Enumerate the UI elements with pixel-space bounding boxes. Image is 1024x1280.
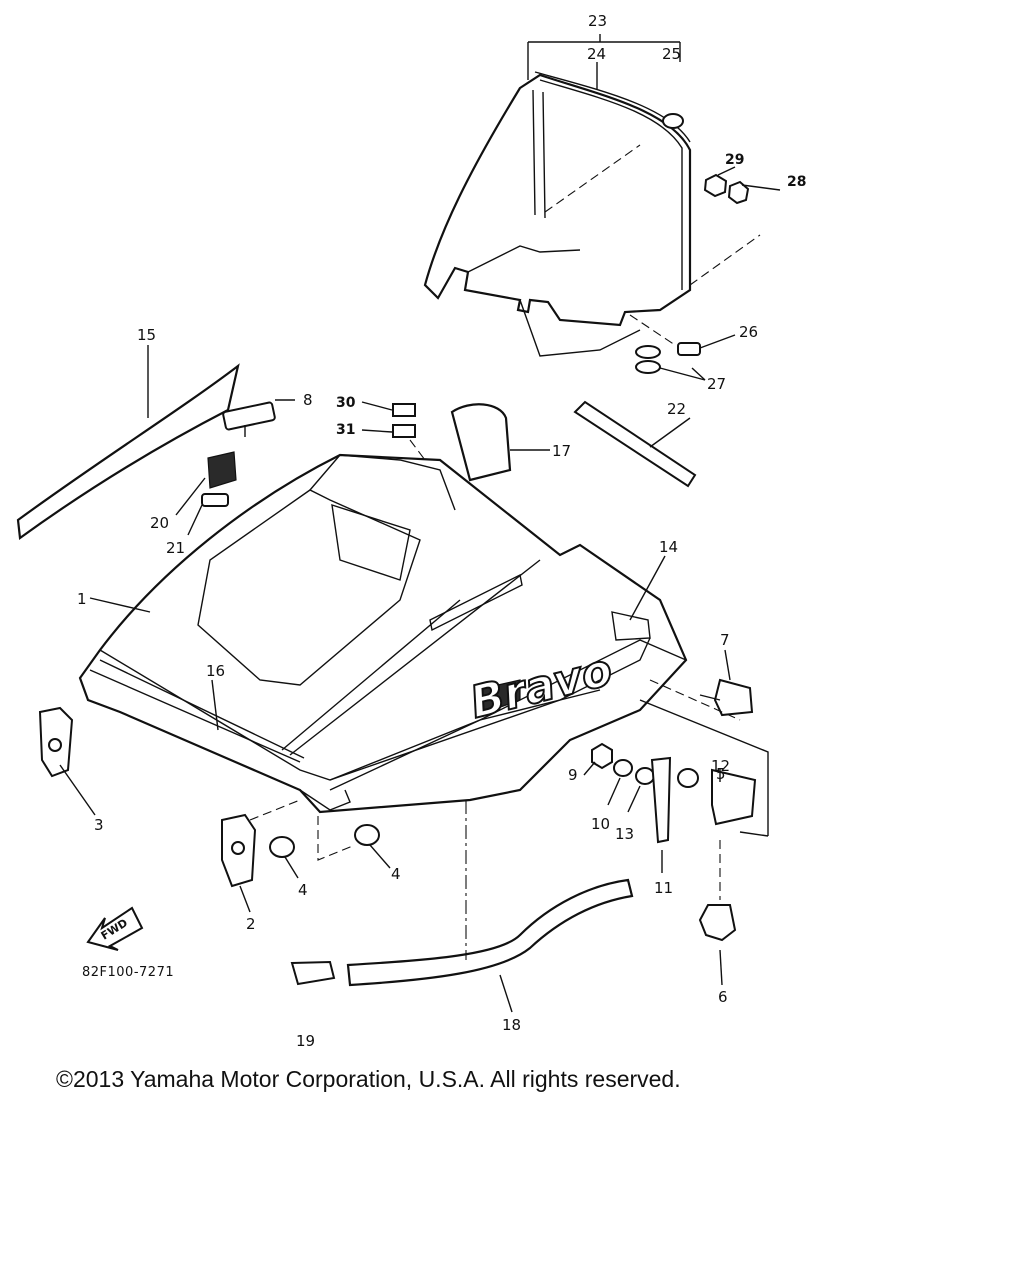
callout-20: 20 xyxy=(150,514,169,532)
parts-diagram: Bravo xyxy=(16,12,806,1050)
callout-4a: 4 xyxy=(298,881,308,899)
copyright-text: ©2013 Yamaha Motor Corporation, U.S.A. A… xyxy=(56,1066,681,1092)
callout-4b: 4 xyxy=(391,865,401,883)
callout-30: 30 xyxy=(336,395,356,411)
callout-27: 27 xyxy=(707,375,726,393)
hood-1 xyxy=(78,453,688,814)
pad-20-21 xyxy=(175,451,237,536)
callout-10: 10 xyxy=(591,815,610,833)
callout-6: 6 xyxy=(718,988,728,1006)
callout-21: 21 xyxy=(166,539,185,557)
callout-29: 29 xyxy=(725,152,744,168)
callout-18: 18 xyxy=(502,1016,521,1034)
callout-14: 14 xyxy=(659,538,678,556)
callout-13: 13 xyxy=(615,825,634,843)
callout-19: 19 xyxy=(296,1032,315,1050)
callout-31: 31 xyxy=(336,422,355,438)
callout-5: 5 xyxy=(716,765,726,783)
bolt-26-washers-27 xyxy=(629,314,736,381)
callout-15: 15 xyxy=(137,326,156,344)
latch-2 xyxy=(221,799,301,913)
callout-16: 16 xyxy=(206,662,225,680)
callout-labels: 1 2 3 4 4 5 6 7 8 9 10 11 12 13 14 15 16… xyxy=(77,12,806,1050)
seal-22 xyxy=(573,400,697,488)
callout-8: 8 xyxy=(303,391,313,409)
decals-30-31 xyxy=(361,401,426,461)
windshield xyxy=(423,71,692,357)
latch-3 xyxy=(38,706,96,816)
diagram-code: 82F100-7271 xyxy=(82,965,174,980)
callout-23: 23 xyxy=(588,12,607,30)
strip-18-end-19 xyxy=(290,800,634,1013)
callout-24: 24 xyxy=(587,45,606,63)
forward-arrow-icon: FWD xyxy=(86,906,144,951)
hinge-8 xyxy=(222,399,295,437)
bravo-decal-text: Bravo xyxy=(465,644,617,728)
callout-3: 3 xyxy=(94,816,104,834)
bravo-decal: Bravo xyxy=(464,643,618,729)
callout-11: 11 xyxy=(654,879,673,897)
callout-2: 2 xyxy=(246,915,256,933)
callout-17: 17 xyxy=(552,442,571,460)
callout-25: 25 xyxy=(662,45,681,63)
callout-22: 22 xyxy=(667,400,686,418)
hardware-right xyxy=(583,649,769,986)
callout-26: 26 xyxy=(739,323,758,341)
callout-7: 7 xyxy=(720,631,730,649)
callout-1: 1 xyxy=(77,590,87,608)
grommets-4 xyxy=(269,816,391,879)
callout-9: 9 xyxy=(568,766,578,784)
stripe-15 xyxy=(16,363,240,540)
callout-12: 12 xyxy=(711,757,730,775)
callout-28: 28 xyxy=(787,174,806,190)
nuts-28-29 xyxy=(689,166,781,286)
emblem-17 xyxy=(450,403,512,482)
